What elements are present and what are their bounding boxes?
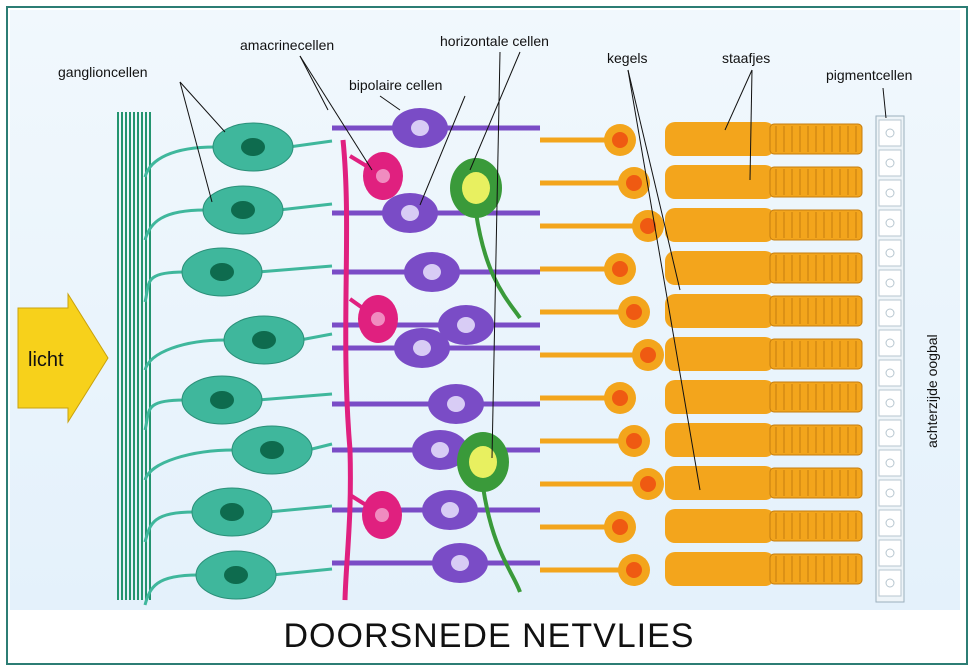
amacrine-nucleus (371, 312, 385, 326)
pointer-line (300, 56, 372, 170)
light-label: licht (28, 349, 64, 371)
receptor-nucleus (626, 433, 642, 449)
light-arrow: licht (18, 294, 108, 422)
amacrine-process (343, 140, 350, 600)
ganglion-nucleus (224, 566, 248, 584)
ganglion-dendrite (289, 141, 332, 147)
ganglion-nucleus (210, 391, 234, 409)
bipolar-nucleus (451, 555, 469, 571)
diagram-title: DOORSNEDE NETVLIES (0, 617, 978, 656)
pigment-cell (879, 450, 901, 476)
ganglion-label: ganglioncellen (58, 64, 148, 80)
ganglion-nucleus (220, 503, 244, 521)
pigment-cell (879, 210, 901, 236)
ganglion-axon (145, 450, 234, 480)
pigment-cell (879, 330, 901, 356)
pigment-cell (879, 390, 901, 416)
pigment-cell (879, 240, 901, 266)
receptor-nucleus (640, 347, 656, 363)
receptor-nucleus (640, 476, 656, 492)
ganglion-dendrite (279, 204, 332, 210)
ganglion-nucleus (252, 331, 276, 349)
ganglion-dendrite (300, 334, 332, 340)
amacrine-nucleus (375, 508, 389, 522)
pigment-cell (879, 300, 901, 326)
receptor-inner-segment (665, 423, 775, 457)
receptor-inner-segment (665, 509, 775, 543)
ganglion-axon (145, 340, 226, 370)
bipolar-nucleus (411, 120, 429, 136)
pigment-cell (879, 180, 901, 206)
rods-label: staafjes (722, 50, 770, 66)
bipolar-nucleus (401, 205, 419, 221)
bipolar-nucleus (457, 317, 475, 333)
horizontal-label: horizontale cellen (440, 33, 549, 49)
pigment-cell (879, 540, 901, 566)
cones-label: kegels (607, 50, 647, 66)
pointer-line (470, 52, 520, 170)
amacrine-label: amacrinecellen (240, 37, 334, 53)
ganglion-axon (145, 210, 205, 240)
receptor-inner-segment (665, 294, 775, 328)
ganglion-nucleus (231, 201, 255, 219)
receptor-nucleus (612, 519, 628, 535)
pointer-line (492, 52, 500, 458)
bipolar-nucleus (423, 264, 441, 280)
ganglion-axon (145, 575, 198, 605)
ganglion-dendrite (258, 394, 332, 400)
pointer-line (300, 56, 328, 110)
photoreceptor-layer (540, 122, 862, 586)
receptor-nucleus (612, 261, 628, 277)
ganglion-cell-layer (145, 123, 332, 605)
horizontal-process (476, 213, 520, 318)
pigment-cell (879, 120, 901, 146)
ganglion-nucleus (260, 441, 284, 459)
receptor-inner-segment (665, 337, 775, 371)
receptor-nucleus (626, 304, 642, 320)
pigment-cell (879, 270, 901, 296)
receptor-inner-segment (665, 122, 775, 156)
receptor-inner-segment (665, 251, 775, 285)
horizontal-process (483, 487, 520, 592)
receptor-nucleus (626, 175, 642, 191)
optic-nerve-fibers (118, 112, 150, 600)
receptor-nucleus (612, 132, 628, 148)
ganglion-nucleus (210, 263, 234, 281)
pigment-cell (879, 150, 901, 176)
pointer-line (380, 96, 400, 110)
pigment-label: pigmentcellen (826, 67, 912, 83)
receptor-inner-segment (665, 552, 775, 586)
amacrine-nucleus (376, 169, 390, 183)
pigment-cell-layer (876, 116, 904, 602)
receptor-inner-segment (665, 208, 775, 242)
bipolar-label: bipolaire cellen (349, 77, 442, 93)
receptor-nucleus (626, 562, 642, 578)
receptor-inner-segment (665, 466, 775, 500)
horizontal-nucleus (469, 446, 497, 478)
receptor-nucleus (612, 390, 628, 406)
pointer-line (725, 70, 752, 130)
ganglion-nucleus (241, 138, 265, 156)
pigment-cell (879, 420, 901, 446)
pigment-cell (879, 480, 901, 506)
horizontal-nucleus (462, 172, 490, 204)
ganglion-dendrite (272, 569, 332, 575)
receptor-inner-segment (665, 380, 775, 414)
pigment-cell (879, 570, 901, 596)
back-of-eye-label: achterzijde oogbal (924, 334, 940, 448)
ganglion-axon (145, 512, 194, 542)
pigment-cell (879, 510, 901, 536)
pointer-line (883, 88, 886, 118)
receptor-inner-segment (665, 165, 775, 199)
bipolar-nucleus (441, 502, 459, 518)
ganglion-dendrite (258, 266, 332, 272)
bipolar-nucleus (447, 396, 465, 412)
bipolar-nucleus (431, 442, 449, 458)
bipolar-nucleus (413, 340, 431, 356)
pigment-cell (879, 360, 901, 386)
ganglion-dendrite (268, 506, 332, 512)
